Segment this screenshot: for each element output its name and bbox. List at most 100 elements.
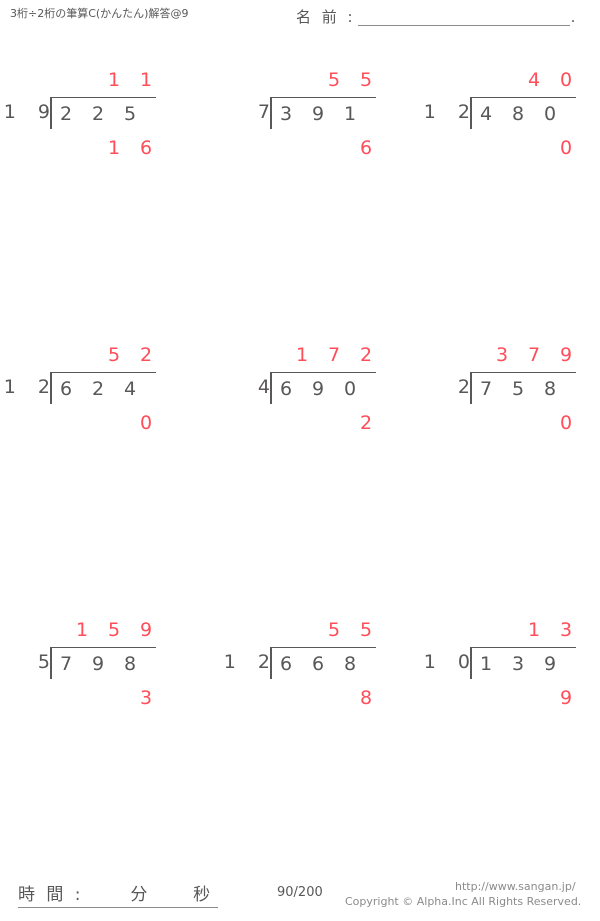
divisor: 1 2 [223, 651, 278, 673]
remainder-digit: 2 [359, 412, 373, 434]
division-bracket [470, 647, 576, 679]
division-bracket [50, 372, 156, 404]
dividend-digit: 2 [91, 378, 105, 400]
divisor: 4 [257, 376, 278, 398]
quotient-digit: 1 [75, 619, 89, 641]
division-bracket [50, 647, 156, 679]
dividend-digit: 2 [59, 103, 73, 125]
copyright-notice: Copyright © Alpha.Inc All Rights Reserve… [345, 895, 582, 908]
dividend-digit: 8 [543, 378, 557, 400]
name-trailing-dot: . [570, 8, 576, 26]
remainder-answer: 0 [470, 411, 582, 435]
remainder-digit: 0 [559, 137, 573, 159]
name-label: 名 前 : [296, 8, 356, 26]
remainder-answer: 0 [470, 136, 582, 160]
dividend-digit: 6 [311, 653, 325, 675]
dividend-digit: 0 [543, 103, 557, 125]
remainder-digit: 6 [359, 137, 373, 159]
minutes-unit: 分 [130, 885, 151, 905]
remainder-answer: 3 [50, 686, 162, 710]
quotient-digit: 3 [559, 619, 573, 641]
quotient-digit: 2 [139, 344, 153, 366]
time-field: 時 間 : 分 秒 [18, 880, 218, 908]
division-bracket [270, 97, 376, 129]
footer: 時 間 : 分 秒 90/200 http://www.sangan.jp/ C… [0, 880, 600, 921]
division-bracket [50, 97, 156, 129]
quotient-digit: 0 [559, 69, 573, 91]
quotient-digit: 7 [527, 344, 541, 366]
quotient-digit: 5 [107, 344, 121, 366]
quotient-digit: 7 [327, 344, 341, 366]
quotient-digit: 1 [295, 344, 309, 366]
dividend-digit: 7 [479, 378, 493, 400]
division-bracket [270, 647, 376, 679]
divisor: 1 9 [3, 101, 58, 123]
name-input-line[interactable] [357, 8, 570, 26]
remainder-digit: 0 [559, 412, 573, 434]
quotient-digit: 9 [559, 344, 573, 366]
dividend-digit: 8 [343, 653, 357, 675]
remainder-digit: 9 [559, 687, 573, 709]
dividend-digit: 2 [91, 103, 105, 125]
quotient-digit: 5 [107, 619, 121, 641]
remainder-digit: 1 [107, 137, 121, 159]
quotient-digit: 4 [527, 69, 541, 91]
quotient-digit: 2 [359, 344, 373, 366]
dividend-digit: 3 [279, 103, 293, 125]
dividend-digit: 9 [311, 103, 325, 125]
page-title: 3桁÷2桁の筆算C(かんたん)解答@9 [10, 7, 189, 20]
dividend-digit: 3 [511, 653, 525, 675]
dividend-digit: 5 [511, 378, 525, 400]
dividend-digit: 8 [123, 653, 137, 675]
dividend-digit: 9 [543, 653, 557, 675]
quotient-digit: 1 [139, 69, 153, 91]
divisor: 1 2 [3, 376, 58, 398]
divisor: 5 [37, 651, 58, 673]
quotient-digit: 1 [527, 619, 541, 641]
site-url[interactable]: http://www.sangan.jp/ [455, 880, 576, 893]
quotient-digit: 5 [327, 619, 341, 641]
quotient-digit: 5 [359, 619, 373, 641]
quotient-digit: 1 [107, 69, 121, 91]
dividend-digit: 1 [343, 103, 357, 125]
time-label: 時 間 : [18, 885, 84, 905]
seconds-unit: 秒 [193, 885, 214, 905]
divisor: 7 [257, 101, 278, 123]
remainder-answer: 8 [270, 686, 382, 710]
dividend-digit: 6 [279, 378, 293, 400]
dividend-digit: 6 [59, 378, 73, 400]
remainder-digit: 6 [139, 137, 153, 159]
quotient-digit: 9 [139, 619, 153, 641]
dividend-digit: 9 [311, 378, 325, 400]
remainder-answer: 9 [470, 686, 582, 710]
dividend-digit: 7 [59, 653, 73, 675]
dividend-digit: 4 [479, 103, 493, 125]
dividend-digit: 4 [123, 378, 137, 400]
name-field: 名 前 : . [296, 8, 575, 26]
remainder-answer: 0 [50, 411, 162, 435]
